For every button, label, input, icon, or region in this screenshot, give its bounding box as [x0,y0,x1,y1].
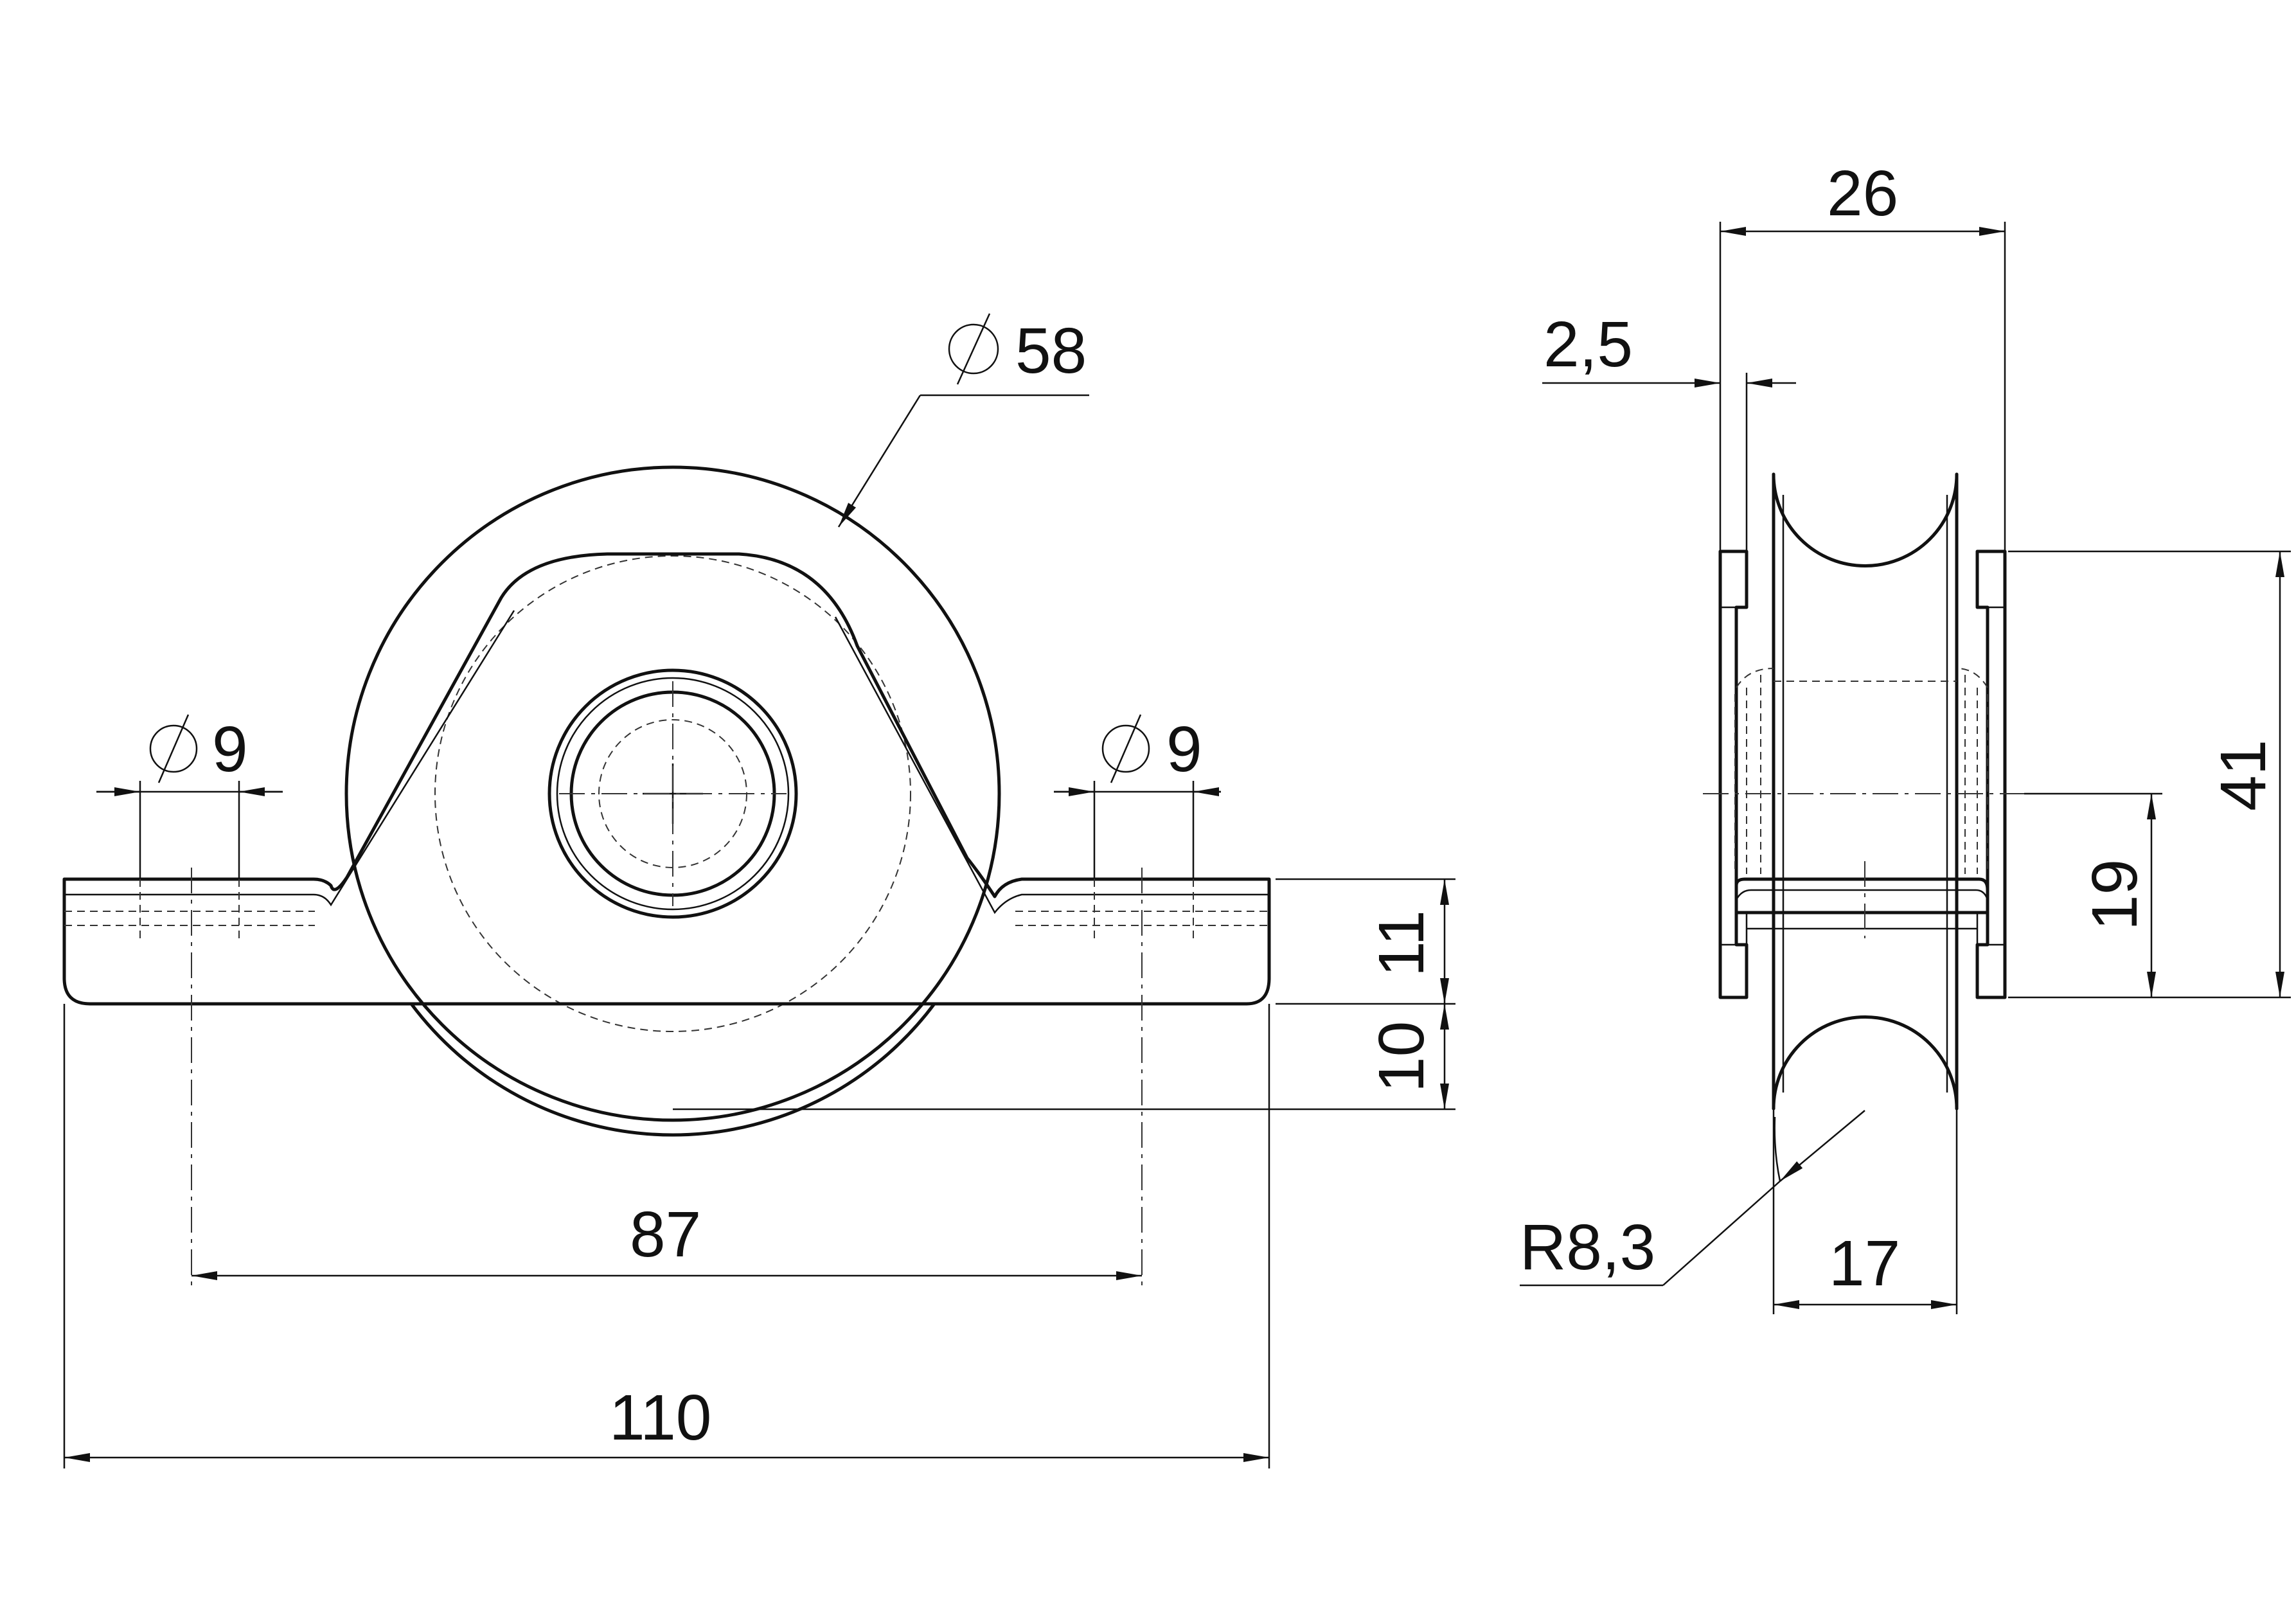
dia9-left-symbol [149,724,198,773]
side-hidden-bearing-right [1956,668,1988,874]
d41-label: 41 [2207,740,2279,811]
bearing-mid-ring [556,677,790,911]
side-hidden-bearing-left [1734,668,1774,874]
d10-label: 10 [1366,1021,1437,1093]
side-base-plate-inner [1735,889,1989,900]
side-wheel-bottom-groove [1772,1015,1959,1111]
r8_3-leader [1779,1110,1865,1182]
d110-label: 110 [609,1382,711,1454]
side-wheel-outline [1772,472,1959,1111]
wheel-lower-arc [409,1002,936,1137]
wheel-outer-circle [344,465,1001,1122]
side-view-dimensions: 26 2,5 41 19 R8,3 17 [1520,157,2291,1314]
side-left-plate [1718,549,1749,999]
dia9-left-label: 9 [212,713,248,785]
front-view [62,465,1271,1289]
r8_3-leader-ext [1662,1181,1781,1286]
dia9-right-label: 9 [1166,713,1202,785]
wheel-hidden-circle [434,555,911,1032]
d26-label: 26 [1827,157,1898,229]
r8_3-arc [1774,1116,1781,1182]
dia9-right-symbol [1101,724,1150,773]
d2_5-label: 2,5 [1544,308,1633,380]
side-wheel-top-groove [1772,472,1959,567]
dia58-symbol [948,323,999,375]
d19-label: 19 [2079,859,2151,931]
dia9-left-symbol-slash [157,714,190,783]
dia58-symbol-slash [956,313,991,385]
d87-label: 87 [630,1199,701,1271]
r8_3-label: R8,3 [1520,1211,1655,1283]
front-view-dimensions: 58 9 9 11 10 87 110 [63,313,1455,1468]
d17-label: 17 [1829,1227,1900,1299]
bracket-inner-line-right [834,616,1269,915]
side-right-plate [1975,549,2007,999]
dia58-leader [837,395,921,528]
bearing-outer-ring [547,668,798,919]
d11-label: 11 [1366,910,1437,977]
side-base-plate [1734,877,1989,915]
bracket-base-plate [62,552,1271,1006]
dia9-right-symbol-slash [1110,714,1142,783]
dia58-label: 58 [1015,315,1087,387]
bracket-inner-line-left [64,610,515,907]
side-view [1703,472,2024,1111]
